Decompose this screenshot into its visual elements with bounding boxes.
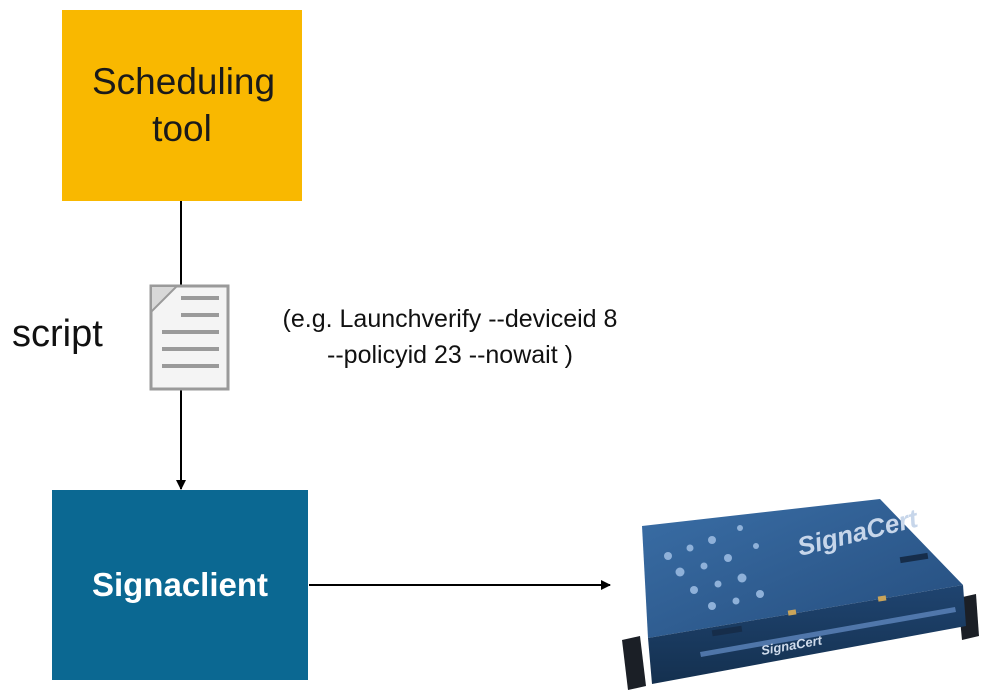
scheduling-tool-label: Scheduling tool: [92, 61, 276, 149]
server-appliance-icon: SignaCert SignaCert: [622, 499, 979, 690]
script-example-text: (e.g. Launchverify --deviceid 8 --policy…: [240, 302, 660, 373]
script-label: script: [12, 313, 103, 355]
scheduling-tool-box: Scheduling tool: [62, 10, 302, 201]
signaclient-box: Signaclient: [52, 490, 308, 680]
script-example-line-2: --policyid 23 --nowait ): [327, 340, 573, 369]
document-icon: [149, 284, 230, 391]
script-example-line-1: (e.g. Launchverify --deviceid 8: [282, 305, 618, 333]
signaclient-label: Signaclient: [91, 566, 269, 603]
